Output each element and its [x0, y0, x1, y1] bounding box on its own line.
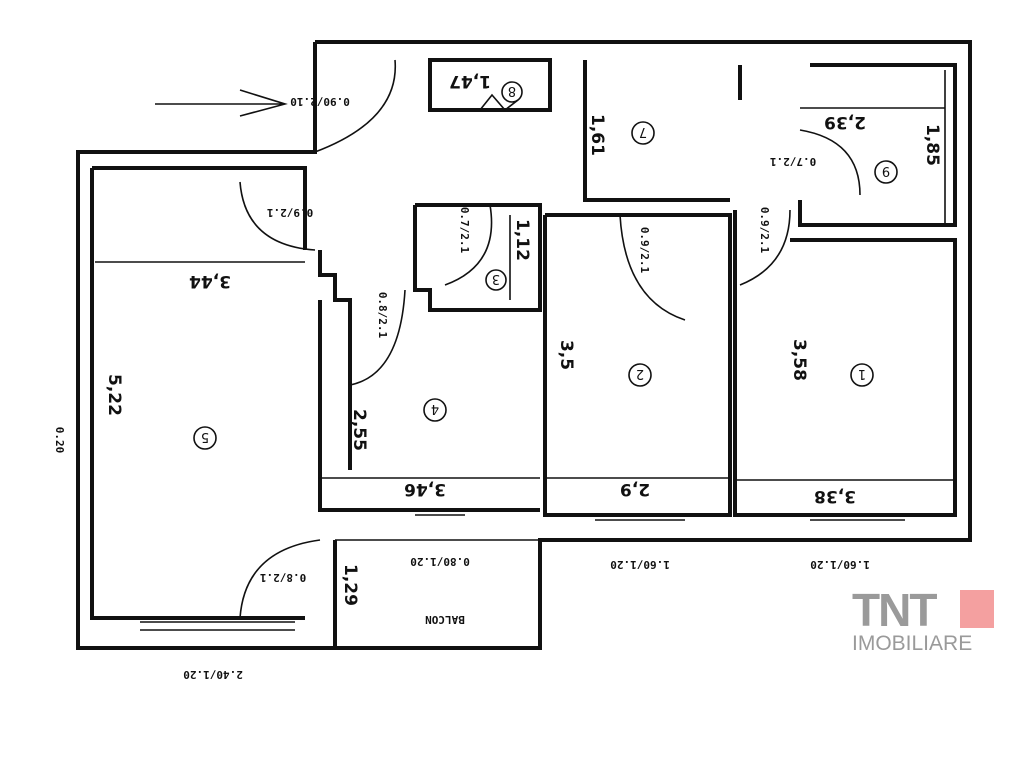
room-5-marker: 5: [193, 426, 217, 450]
room-1-marker: 1: [850, 363, 874, 387]
r9-door-label: 0.7/2.1: [769, 155, 816, 168]
window-r4-label: 0.80/1.20: [410, 555, 470, 568]
room-9-marker: 9: [874, 160, 898, 184]
r1-depth-label: 3,58: [789, 339, 809, 381]
door-swings: [239, 59, 861, 619]
svg-text:3: 3: [492, 271, 500, 286]
hall-width-label: 1,61: [587, 114, 607, 156]
r3-door-label: 0.7/2.1: [458, 207, 471, 254]
room-8-marker: 8: [501, 81, 523, 103]
entry-door-label: 0.90/2.10: [290, 95, 350, 108]
room-3-marker: 3: [485, 269, 507, 291]
window-r5-label: 2.40/1.20: [183, 668, 243, 681]
svg-text:8: 8: [508, 83, 516, 98]
r5-width-label: 3,44: [189, 271, 231, 291]
walls: [76, 40, 972, 650]
svg-text:4: 4: [431, 401, 439, 416]
r5-door-label: 0.9/2.1: [266, 206, 313, 219]
window-r2-label: 1.60/1.20: [610, 558, 670, 571]
svg-text:7: 7: [639, 124, 647, 139]
svg-text:1: 1: [858, 366, 866, 381]
r2-width-label: 2,9: [620, 479, 650, 499]
wc-area-label: 1,47: [449, 71, 491, 91]
r3-width-label: 1,12: [512, 219, 532, 261]
window-r1-label: 1.60/1.20: [810, 558, 870, 571]
r4-width-label: 3,46: [404, 479, 446, 499]
balcony-depth-label: 1,29: [340, 564, 360, 606]
svg-text:5: 5: [201, 429, 209, 444]
logo-brand: TNT: [852, 584, 937, 636]
balcony-door-label: 0.8/2.1: [259, 571, 306, 584]
room-7-marker: 7: [631, 121, 655, 145]
svg-text:2: 2: [636, 366, 644, 381]
r2-depth-label: 3,5: [556, 340, 576, 370]
entry-arrow-icon: [155, 89, 288, 117]
room-4-marker: 4: [423, 398, 447, 422]
balcony-label: BALCON: [425, 613, 465, 626]
svg-text:9: 9: [882, 163, 890, 178]
r4-door-label: 0.8/2.1: [376, 292, 389, 339]
wall-thickness-label: 0.20: [53, 427, 66, 454]
r5-depth-label: 5,22: [104, 374, 124, 416]
r9-depth-label: 1,85: [922, 124, 942, 166]
tnt-logo: TNT IMOBILIARE: [852, 584, 994, 656]
room-2-marker: 2: [628, 363, 652, 387]
r4-depth-label: 2,55: [349, 409, 369, 451]
house-icon: [960, 590, 994, 628]
r9-width-label: 2,39: [824, 112, 866, 132]
room-markers: 8 7 9 3 2 1 4 5: [193, 81, 898, 450]
logo-subtitle: IMOBILIARE: [852, 632, 973, 655]
dimension-labels: 0.90/2.10 1,47 1,61 2,39 1,85 0.7/2.1 0.…: [53, 71, 942, 681]
r1-door-label: 0.9/2.1: [758, 207, 771, 254]
r2-door-label: 0.9/2.1: [638, 227, 651, 274]
r1-width-label: 3,38: [814, 486, 856, 506]
